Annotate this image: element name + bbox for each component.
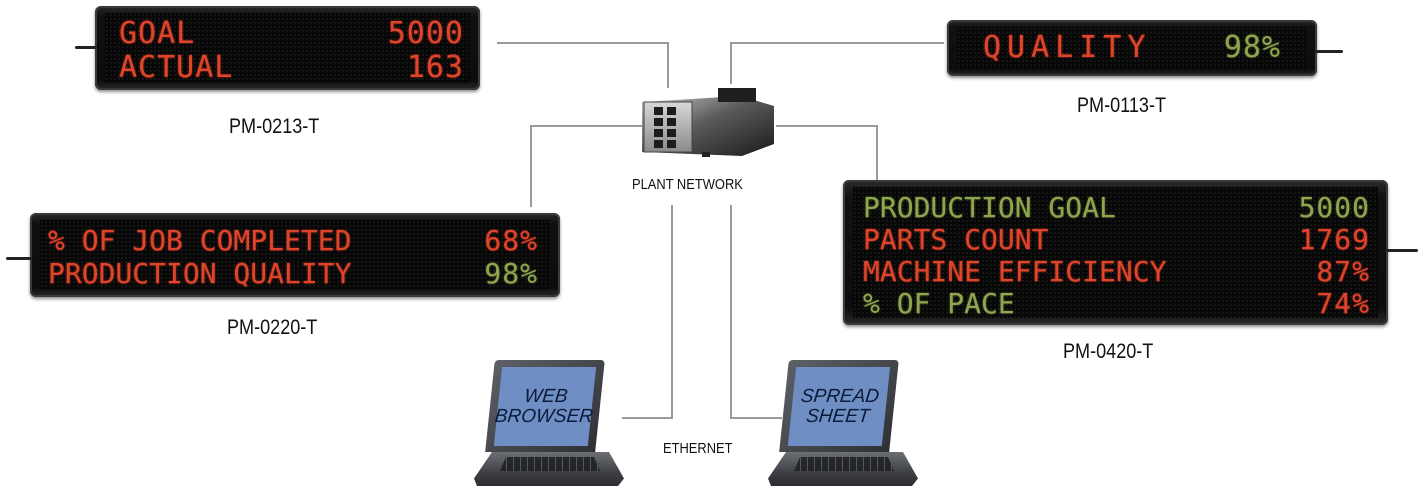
wire-pm0213 (497, 42, 669, 88)
led-sign-pm0420: PRODUCTION GOAL 5000 PARTS COUNT 1769 MA… (843, 180, 1418, 325)
led-panel: GOAL 5000 ACTUAL 163 (105, 13, 470, 83)
led-row: PRODUCTION QUALITY 98% (48, 257, 538, 290)
led-row-value: 5000 (1298, 191, 1370, 224)
led-row-label: % OF JOB COMPLETED (48, 223, 352, 257)
led-panel: % OF JOB COMPLETED 68% PRODUCTION QUALIT… (40, 220, 550, 290)
led-row: GOAL 5000 (119, 17, 464, 51)
laptop-screen: SPREAD SHEET (787, 367, 891, 446)
led-sign-pm0113: QUALITY 98% (947, 20, 1343, 76)
laptop-screen: WEB BROWSER (493, 367, 597, 446)
wire-web-browser (622, 205, 673, 419)
led-sign-pm0220: % OF JOB COMPLETED 68% PRODUCTION QUALIT… (6, 213, 560, 297)
led-row: ACTUAL 163 (119, 51, 464, 83)
model-label-pm0113: PM-0113-T (1077, 94, 1166, 117)
led-row: % OF PACE 74% (863, 288, 1370, 318)
model-label-pm0420: PM-0420-T (1063, 340, 1154, 363)
led-row-value: 68% (484, 223, 538, 257)
led-row: % OF JOB COMPLETED 68% (48, 224, 538, 257)
led-row-label: GOAL (119, 16, 196, 51)
led-panel: QUALITY 98% (957, 27, 1307, 69)
led-row-label: ACTUAL (119, 50, 234, 83)
led-sign-pm0213: GOAL 5000 ACTUAL 163 (75, 6, 480, 90)
wire-pm0220 (530, 125, 643, 207)
wire-spreadsheet (730, 205, 782, 419)
led-row-label: QUALITY (983, 30, 1152, 65)
wire-pm0420 (776, 125, 878, 180)
laptop-spreadsheet: SPREAD SHEET (768, 360, 918, 488)
screen-line: SPREAD (799, 385, 881, 407)
power-cord (6, 257, 32, 260)
power-cord (75, 46, 97, 49)
led-row-value: 98% (484, 256, 538, 290)
led-row-value: 87% (1316, 255, 1370, 288)
led-row: QUALITY 98% (983, 33, 1281, 63)
led-row-value: 74% (1316, 287, 1370, 318)
ethernet-label: ETHERNET (663, 440, 733, 457)
network-switch-icon (642, 88, 774, 157)
model-label-pm0220: PM-0220-T (227, 316, 318, 339)
screen-line: BROWSER (493, 405, 595, 427)
keyboard-icon (500, 457, 600, 471)
led-row-label: % OF PACE (863, 287, 1015, 318)
led-row-label: PARTS COUNT (863, 223, 1049, 256)
led-row-label: PRODUCTION GOAL (863, 191, 1116, 224)
led-row-label: MACHINE EFFICIENCY (863, 255, 1167, 288)
led-row-value: 98% (1223, 30, 1281, 65)
led-row-value: 163 (406, 50, 464, 83)
power-cord (1315, 50, 1343, 53)
power-cord (1386, 248, 1418, 252)
screen-line: WEB (523, 385, 569, 407)
led-row: PRODUCTION GOAL 5000 (863, 192, 1370, 224)
led-row-value: 5000 (387, 16, 464, 51)
led-row-value: 1769 (1298, 223, 1370, 256)
screen-line: SHEET (805, 405, 871, 427)
model-label-pm0213: PM-0213-T (229, 115, 320, 138)
plant-network-label: PLANT NETWORK (632, 176, 743, 193)
led-row-label: PRODUCTION QUALITY (48, 256, 352, 290)
led-row: MACHINE EFFICIENCY 87% (863, 256, 1370, 288)
led-row: PARTS COUNT 1769 (863, 224, 1370, 256)
laptop-web-browser: WEB BROWSER (474, 360, 624, 488)
wire-pm0113 (730, 42, 944, 84)
laptop-lid: WEB BROWSER (485, 360, 605, 452)
led-panel: PRODUCTION GOAL 5000 PARTS COUNT 1769 MA… (853, 187, 1378, 318)
laptop-lid: SPREAD SHEET (779, 360, 899, 452)
keyboard-icon (794, 457, 894, 471)
